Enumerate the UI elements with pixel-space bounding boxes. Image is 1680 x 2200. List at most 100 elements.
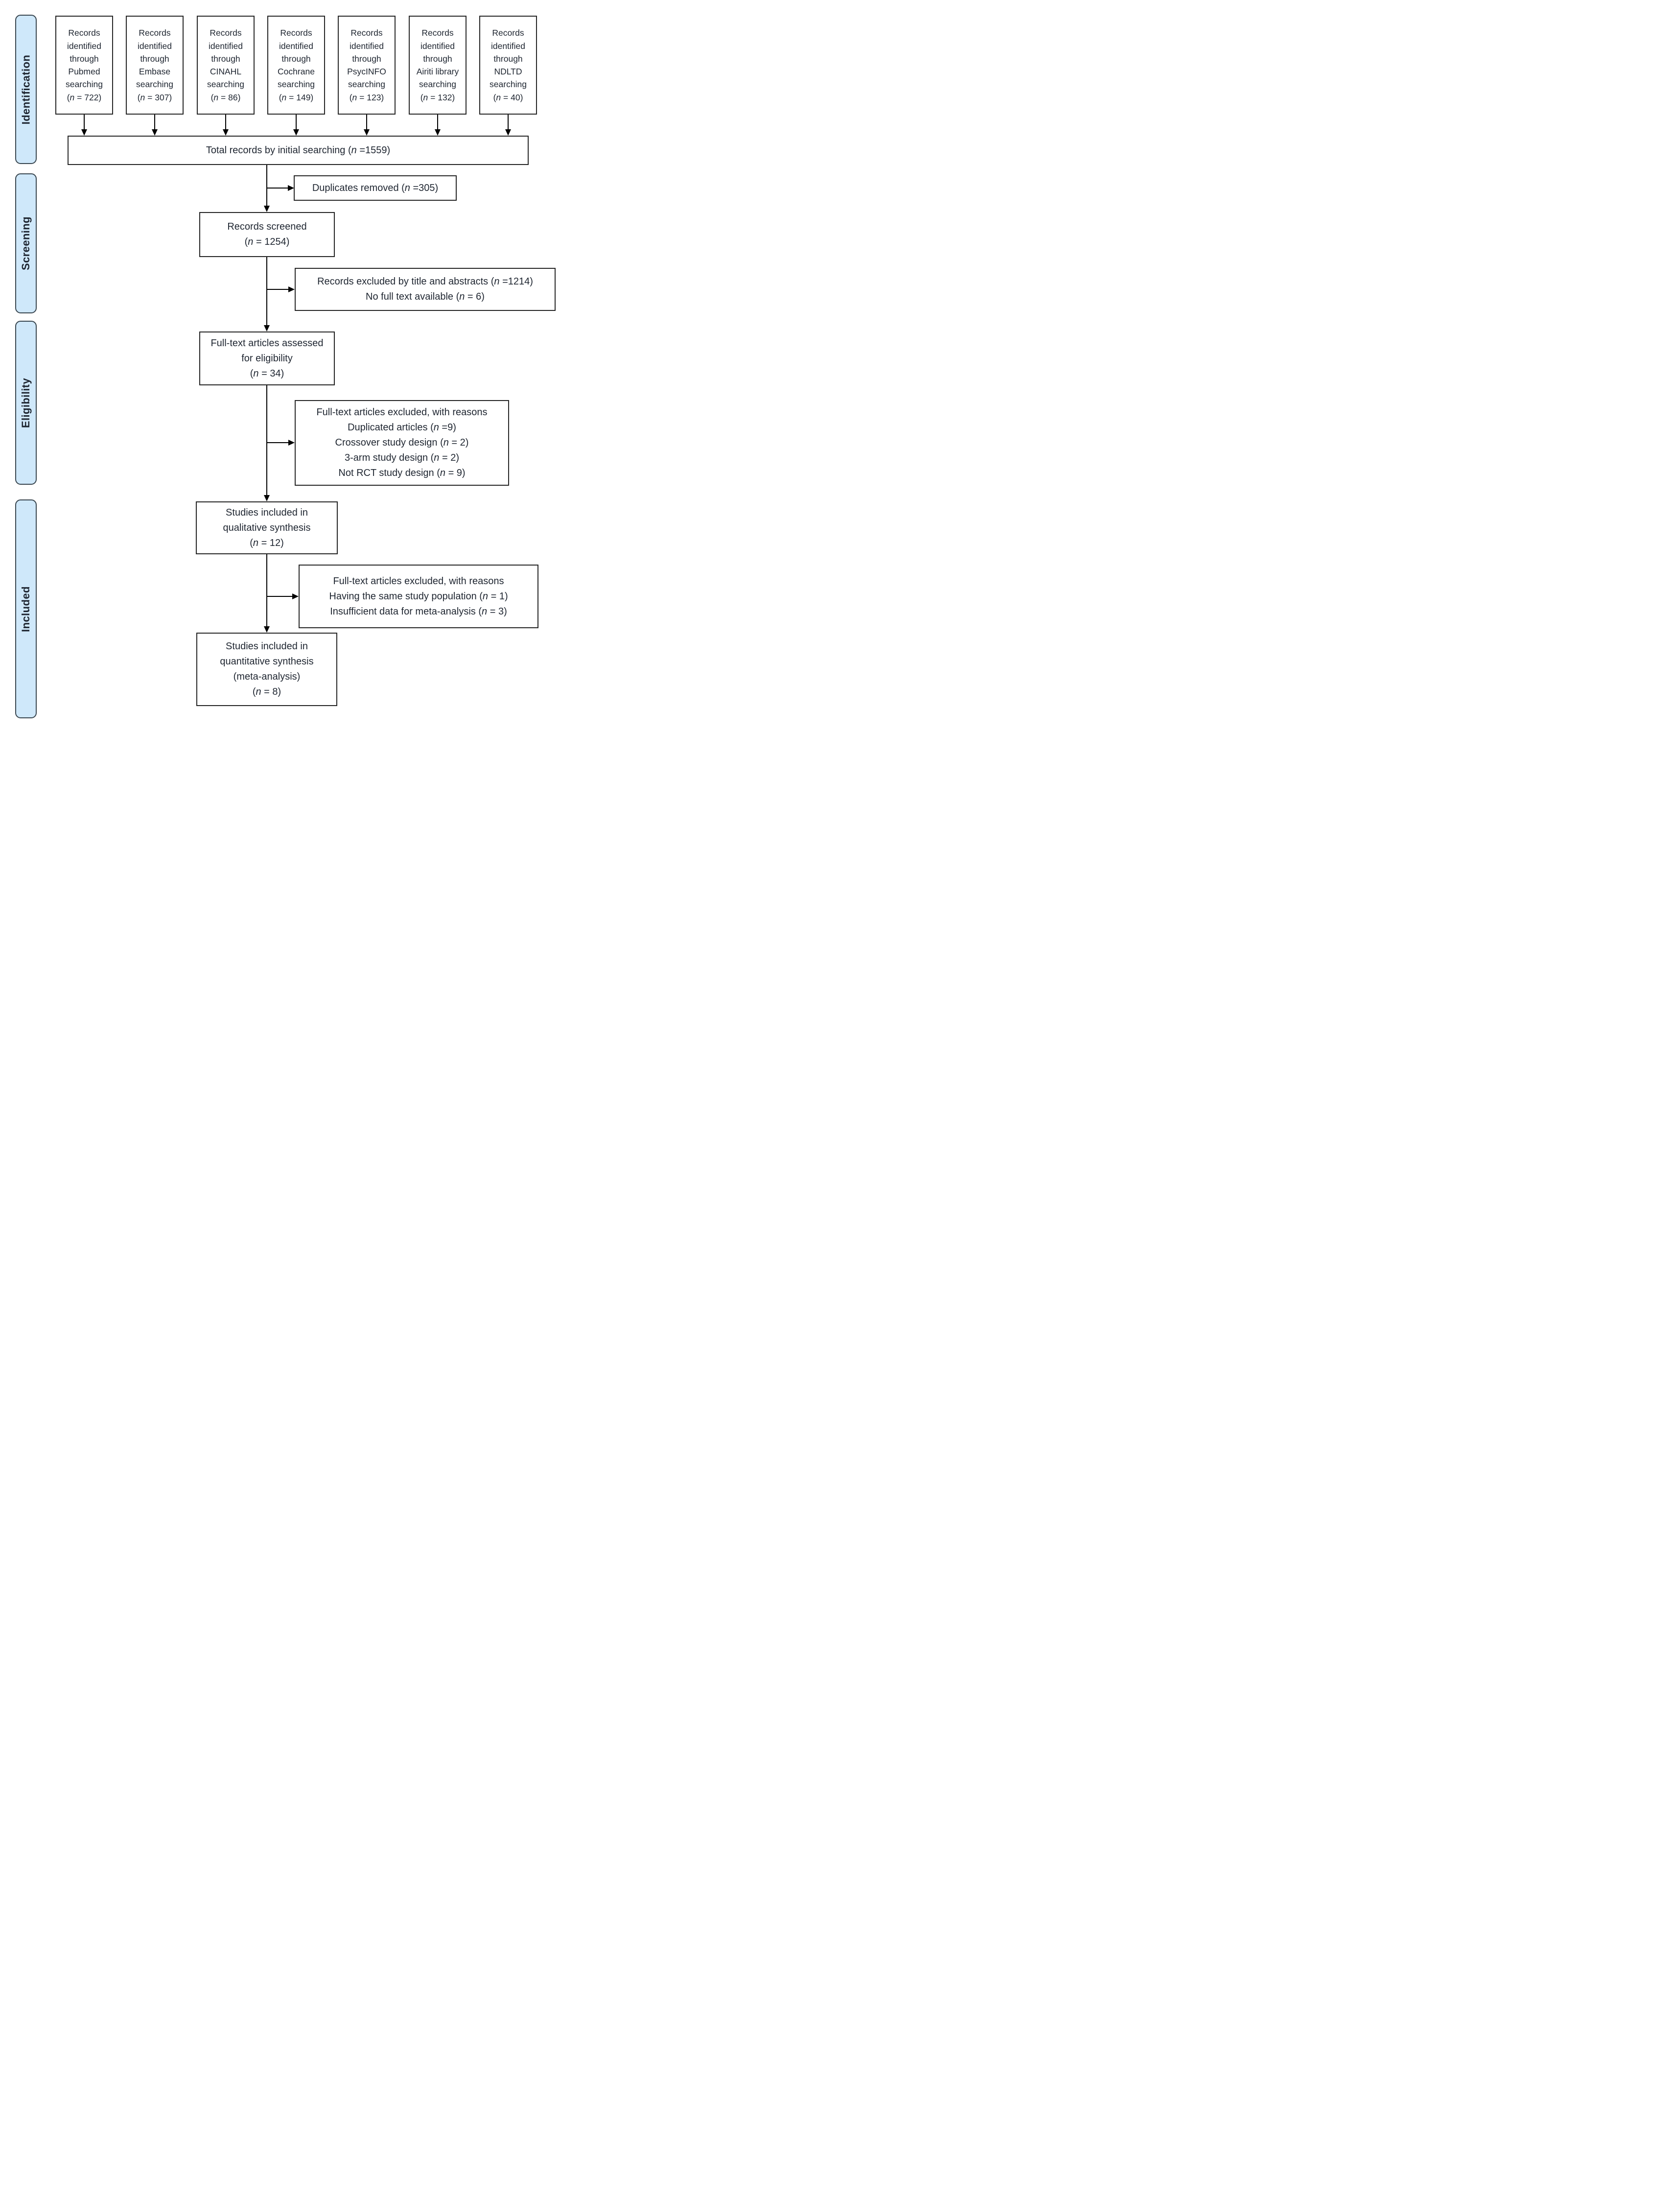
text-line: PsycINFO: [347, 67, 386, 76]
qualitative-synthesis-box: Studies included in qualitative synthesis…: [196, 501, 338, 554]
flow-line-source-5: [366, 115, 367, 129]
text-line: identified: [137, 41, 172, 51]
text-line: identified: [490, 41, 526, 51]
branch-line-records-excluded: [267, 289, 288, 290]
duplicates-removed-text: Duplicates removed (n =305): [312, 182, 439, 193]
text-line: Studies included in: [226, 641, 308, 652]
records-screened-box: Records screened (n = 1254): [199, 212, 335, 257]
text-line: searching: [278, 79, 315, 90]
text-line: through: [281, 53, 311, 64]
text-line: searching: [348, 79, 385, 90]
flow-line-screened-to-fulltext: [266, 257, 267, 325]
text-line: Insufficient data for meta-analysis (n =…: [330, 606, 507, 617]
flow-arrowhead-source-5: [364, 129, 370, 136]
text-line: NDLTD: [494, 67, 522, 76]
text-line: (n = 34): [250, 368, 284, 379]
text-line: Full-text articles excluded, with reason…: [316, 407, 488, 418]
text-line: searching: [66, 79, 103, 90]
stage-label-screening: Screening: [20, 216, 32, 270]
branch-arrowhead-records-excluded: [288, 286, 295, 292]
text-line: Records screened: [227, 221, 307, 232]
flow-arrowhead-quantitative: [264, 626, 270, 633]
flow-line-source-2: [154, 115, 155, 129]
text-line: Pubmed: [68, 67, 100, 76]
text-line: through: [70, 53, 99, 64]
text-line: through: [493, 53, 523, 64]
flow-arrowhead-source-1: [81, 129, 87, 136]
text-line: (n = 40): [493, 92, 523, 102]
flow-arrowhead-source-4: [293, 129, 299, 136]
text-line: identified: [279, 41, 314, 51]
text-line: (n = 123): [349, 92, 384, 102]
text-line: through: [211, 53, 240, 64]
text-line: through: [140, 53, 169, 64]
flow-line-total-to-screened: [266, 165, 267, 206]
text-line: (n = 12): [250, 537, 284, 548]
text-line: Records: [210, 28, 242, 38]
branch-arrowhead-meta-excluded: [292, 593, 299, 599]
text-line: (n = 149): [279, 92, 314, 102]
text-line: searching: [419, 79, 456, 90]
stage-label-eligibility: Eligibility: [20, 378, 32, 428]
text-line: identified: [208, 41, 243, 51]
prisma-flow-diagram: Identification Screening Eligibility Inc…: [0, 0, 560, 733]
branch-arrowhead-duplicates: [288, 185, 294, 191]
text-line: Records: [492, 28, 524, 38]
text-line: (meta-analysis): [233, 671, 301, 682]
flow-arrowhead-source-2: [152, 129, 158, 136]
text-line: (n = 1254): [244, 237, 290, 247]
stage-band-included: Included: [15, 499, 37, 718]
fulltext-excluded-box: Full-text articles excluded, with reason…: [295, 400, 509, 486]
text-line: Having the same study population (n = 1): [329, 591, 508, 602]
text-line: Crossover study design (n = 2): [335, 437, 469, 448]
flow-arrowhead-screened: [264, 206, 270, 212]
text-line: Not RCT study design (n = 9): [338, 468, 466, 478]
text-line: searching: [136, 79, 173, 90]
duplicates-removed-box: Duplicates removed (n =305): [294, 175, 457, 201]
text-line: Full-text articles assessed: [210, 337, 324, 349]
text-line: Records: [139, 28, 171, 38]
flow-arrowhead-qualitative: [264, 495, 270, 501]
stage-label-identification: Identification: [20, 54, 32, 124]
text-line: (n = 86): [210, 92, 241, 102]
flow-arrowhead-source-6: [435, 129, 441, 136]
text-line: Records: [68, 28, 100, 38]
branch-arrowhead-fulltext-excluded: [288, 440, 295, 446]
text-line: identified: [67, 41, 102, 51]
flow-line-source-1: [84, 115, 85, 129]
text-line: Studies included in: [226, 507, 308, 518]
stage-band-identification: Identification: [15, 15, 37, 164]
text-line: CINAHL: [210, 67, 242, 76]
text-line: Full-text articles excluded, with reason…: [333, 575, 504, 587]
text-line: Cochrane: [278, 67, 315, 76]
text-line: through: [423, 53, 452, 64]
text-line: searching: [207, 79, 244, 90]
text-line: No full text available (n = 6): [366, 291, 485, 302]
text-line: (n = 132): [420, 92, 455, 102]
branch-line-meta-excluded: [267, 596, 292, 597]
flow-arrowhead-source-7: [505, 129, 511, 136]
text-line: identified: [349, 41, 384, 51]
text-line: Embase: [139, 67, 171, 76]
text-line: Duplicated articles (n =9): [348, 422, 456, 433]
flow-arrowhead-fulltext: [264, 325, 270, 331]
flow-line-fulltext-to-qualitative: [266, 385, 267, 495]
text-line: Records: [350, 28, 383, 38]
text-line: through: [352, 53, 381, 64]
text-line: for eligibility: [241, 353, 293, 364]
text-line: qualitative synthesis: [223, 522, 311, 533]
text-line: Airiti library: [416, 67, 459, 76]
text-line: Records excluded by title and abstracts …: [317, 276, 533, 287]
text-line: Records: [280, 28, 312, 38]
text-line: (n = 8): [252, 686, 281, 697]
flow-line-qualitative-to-quantitative: [266, 554, 267, 626]
text-line: (n = 307): [137, 92, 172, 102]
